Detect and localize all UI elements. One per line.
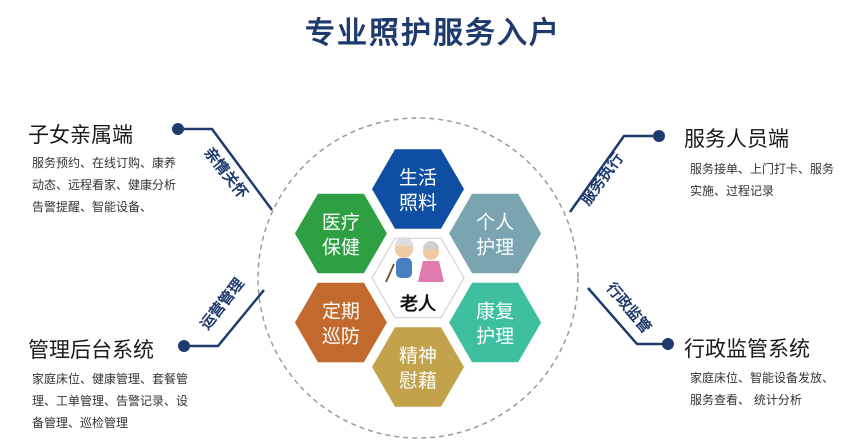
admin-panel-title: 管理后台系统 bbox=[28, 338, 154, 362]
staff-panel-title: 服务人员端 bbox=[684, 127, 789, 151]
admin-desc-line: 备管理、巡检管理 bbox=[32, 416, 129, 430]
connectors bbox=[178, 127, 668, 348]
gov-link-label: 行政监管 bbox=[602, 278, 655, 336]
family-desc-line: 告警提醒、智能设备、 bbox=[32, 200, 153, 214]
hex-shape bbox=[372, 149, 464, 229]
hex-shape bbox=[449, 193, 542, 274]
hex-label-line: 定期 bbox=[322, 301, 360, 323]
staff-desc-line: 服务接单、上门打卡、服务 bbox=[690, 162, 835, 176]
admin-desc-line: 理、工单管理、告警记录、设 bbox=[32, 394, 189, 408]
hex-label-line: 慰藉 bbox=[399, 370, 437, 392]
hex-shape bbox=[449, 282, 542, 363]
hex-label-line: 个人 bbox=[476, 212, 514, 234]
gov-dot bbox=[662, 338, 674, 350]
admin-connector bbox=[184, 289, 265, 348]
gov-desc-line: 家庭床位、智能设备发放、 bbox=[690, 371, 835, 385]
hex-label-line: 保健 bbox=[322, 237, 360, 259]
admin-desc-line: 家庭床位、健康管理、套餐管 bbox=[32, 372, 189, 386]
hex-label-line: 护理 bbox=[476, 237, 514, 259]
hex-shape bbox=[372, 327, 464, 407]
hex-shape bbox=[294, 193, 387, 274]
family-desc-line: 服务预约、在线订购、康养 bbox=[32, 156, 177, 170]
hex-shape bbox=[294, 282, 387, 363]
gov-desc-line: 服务查看、 统计分析 bbox=[690, 393, 802, 407]
family-panel-title: 子女亲属端 bbox=[28, 123, 133, 147]
staff-connector bbox=[568, 134, 655, 213]
hex-label-line: 精神 bbox=[399, 345, 437, 367]
gov-panel-title: 行政监管系统 bbox=[684, 337, 810, 361]
dashed-ring bbox=[257, 117, 579, 439]
family-desc-line: 动态、远程看家、健康分析 bbox=[32, 178, 177, 192]
elderly-couple-icon bbox=[385, 237, 444, 283]
family-dot bbox=[172, 123, 184, 135]
staff-dot bbox=[653, 130, 665, 142]
hex-label-line: 医疗 bbox=[322, 212, 360, 234]
staff-desc-line: 实施、过程记录 bbox=[690, 184, 775, 198]
family-connector bbox=[178, 127, 274, 211]
gov-connector bbox=[587, 287, 668, 346]
hex-label-line: 巡防 bbox=[322, 326, 360, 348]
center-hex bbox=[371, 237, 465, 319]
hex-label-line: 护理 bbox=[476, 326, 514, 348]
hex-label-line: 照料 bbox=[399, 192, 437, 214]
page-title: 专业照护服务入户 bbox=[305, 16, 561, 51]
hex-label-line: 生活 bbox=[399, 167, 437, 189]
staff-link-label: 服务执行 bbox=[577, 149, 627, 208]
admin-dot bbox=[178, 340, 190, 352]
admin-link-label: 运营管理 bbox=[196, 275, 247, 333]
hex-label-line: 康复 bbox=[476, 301, 514, 323]
center-label: 老人 bbox=[400, 293, 437, 315]
